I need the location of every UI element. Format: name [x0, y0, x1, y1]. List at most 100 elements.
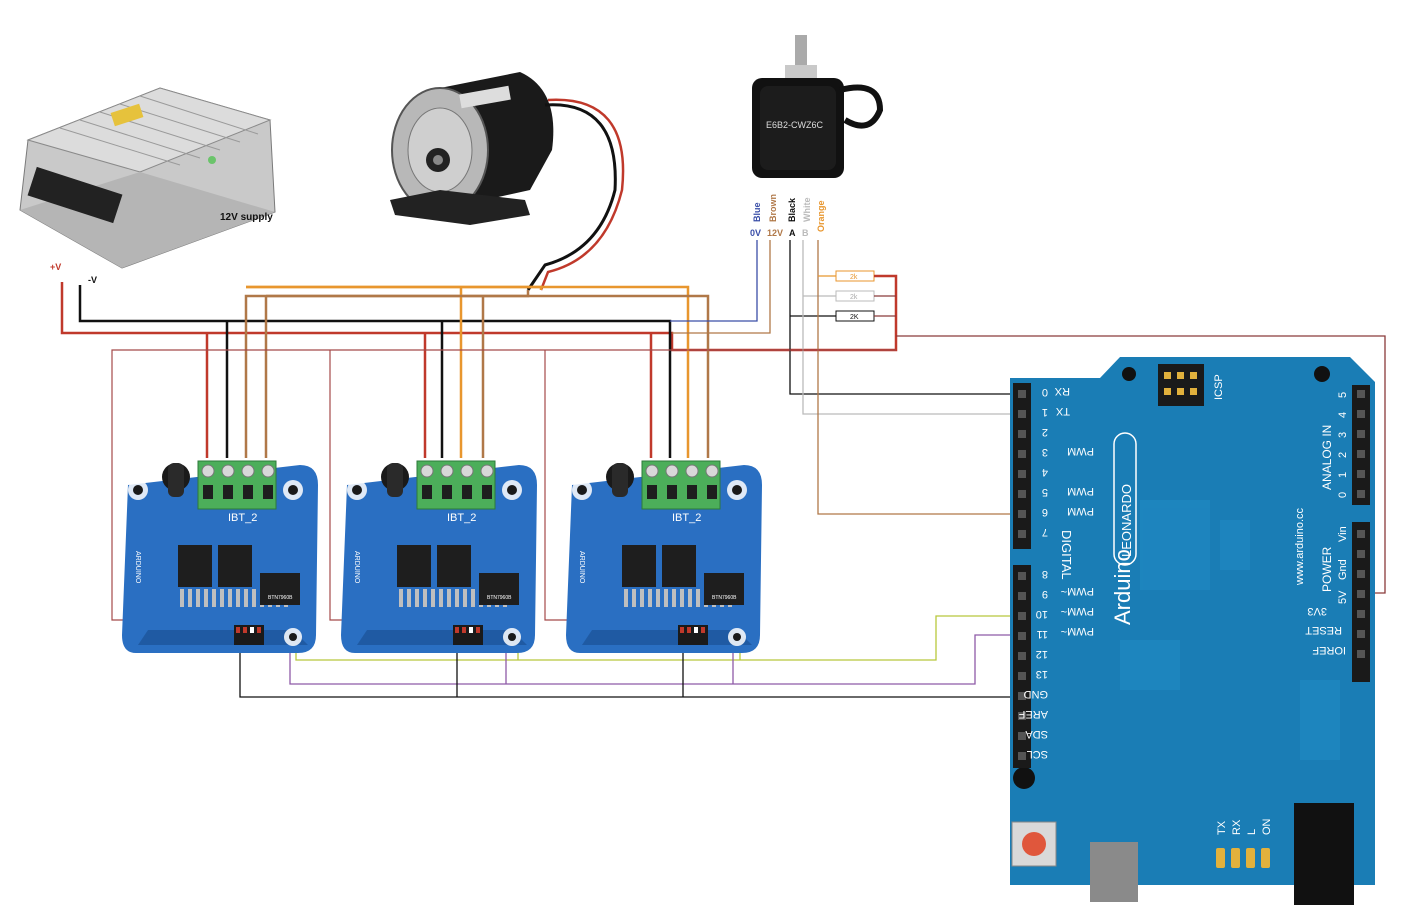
usb-port[interactable] [1090, 842, 1138, 902]
supply-minus-label: -V [88, 275, 97, 285]
mosfet-left [397, 545, 431, 587]
pin-label-9: 9 [1042, 588, 1048, 600]
pwm-label: PWM [1067, 485, 1094, 497]
pin-label-a2: 2 [1337, 452, 1349, 458]
icsp-header[interactable] [1158, 364, 1204, 406]
wire-encoder-0v [670, 240, 758, 322]
analog-header[interactable] [1352, 385, 1370, 505]
wire-gnd [239, 640, 1020, 698]
led-label-on: ON [1261, 818, 1273, 835]
pin-a4[interactable] [1357, 410, 1365, 418]
digital-header-upper[interactable] [1013, 383, 1031, 549]
pin-d-6[interactable] [1018, 510, 1026, 518]
encoder-signal-12v: 12V [767, 228, 783, 238]
driver-ic [704, 573, 744, 605]
pin-reset[interactable] [1357, 630, 1365, 638]
pin-a5[interactable] [1357, 390, 1365, 398]
pin-label-sda: SDA [1025, 728, 1048, 740]
mosfet-left [178, 545, 212, 587]
pin-label-tx: TX [1055, 405, 1070, 417]
wire-pwm-11 [289, 634, 1020, 685]
rotary-encoder: E6B2-CWZ6C Blue Brown Black White Orange… [750, 35, 884, 238]
encoder-signal-a: A [789, 228, 796, 238]
encoder-signal-0v: 0V [750, 228, 761, 238]
pin-a2[interactable] [1357, 450, 1365, 458]
pin-label-gnd: GND [1024, 688, 1049, 700]
power-header[interactable] [1352, 522, 1370, 682]
encoder-wire-black: Black [787, 197, 797, 222]
led-label-rx: RX [1231, 819, 1243, 835]
pin-d-4[interactable] [1018, 470, 1026, 478]
pin-ioref[interactable] [1357, 650, 1365, 658]
pin-d-11[interactable] [1018, 632, 1026, 640]
driver-logic-header[interactable] [678, 625, 708, 645]
pin-d-aref[interactable] [1018, 712, 1026, 720]
pwm-label: PWM~ [1061, 625, 1094, 637]
pin-label-aref: AREF [1018, 708, 1048, 720]
driver-label: IBT_2 [672, 512, 701, 524]
pin-label-8: 8 [1042, 568, 1048, 580]
pin-label-a0: 0 [1337, 492, 1349, 498]
pin-label-ioref: IOREF [1312, 644, 1346, 656]
encoder-wire-blue: Blue [752, 202, 762, 222]
pin-d-1[interactable] [1018, 410, 1026, 418]
pin-label-6: 6 [1042, 506, 1048, 518]
encoder-model: E6B2-CWZ6C [766, 120, 824, 130]
pin-label-gnd: Gnd [1337, 559, 1349, 580]
led-rx [1231, 848, 1240, 868]
pin-label-10: 10 [1036, 608, 1048, 620]
driver-label: IBT_2 [228, 512, 257, 524]
driver-logic-header[interactable] [234, 625, 264, 645]
wire-encoder-z [817, 240, 1020, 515]
pin-a0[interactable] [1357, 490, 1365, 498]
driver-brand: ARDUINO [578, 551, 585, 584]
encoder-signal-b: B [802, 228, 809, 238]
pin-d-scl[interactable] [1018, 752, 1026, 760]
pin-d-7[interactable] [1018, 530, 1026, 538]
mosfet-right [437, 545, 471, 587]
driver-brand: ARDUINO [134, 551, 141, 584]
pin-5v[interactable] [1357, 590, 1365, 598]
encoder-wire-brown: Brown [768, 194, 778, 222]
pin-d-sda[interactable] [1018, 732, 1026, 740]
wire-encoder-a [789, 240, 1020, 395]
pin-label-0: 0 [1042, 386, 1048, 398]
resistor-2-value: 2k [850, 294, 858, 301]
pin-label-13: 13 [1036, 668, 1048, 680]
pin-3v3[interactable] [1357, 610, 1365, 618]
pin-d-9[interactable] [1018, 592, 1026, 600]
pin-label-5: 5 [1042, 486, 1048, 498]
wire-motor-b-bus [264, 294, 710, 458]
driver-label: IBT_2 [447, 512, 476, 524]
pin-d-10[interactable] [1018, 612, 1026, 620]
pin-vin[interactable] [1357, 530, 1365, 538]
pin-d-3[interactable] [1018, 450, 1026, 458]
pin-d-2[interactable] [1018, 430, 1026, 438]
wire-minus-v-bus [78, 285, 672, 458]
pin-label-rx: RX [1054, 385, 1070, 397]
pin-a1[interactable] [1357, 470, 1365, 478]
pin-d-gnd[interactable] [1018, 692, 1026, 700]
digital-header-lower[interactable] [1013, 565, 1031, 768]
pin-gnd[interactable] [1357, 570, 1365, 578]
pin-d-12[interactable] [1018, 652, 1026, 660]
pin-label-a1: 1 [1337, 472, 1349, 478]
pin-d-13[interactable] [1018, 672, 1026, 680]
digital-label: DIGITAL [1059, 530, 1074, 580]
pin-gnd[interactable] [1357, 550, 1365, 558]
reset-button-cap[interactable] [1022, 832, 1046, 856]
pin-d-0[interactable] [1018, 390, 1026, 398]
driver-ic-label: BTN7960B [487, 595, 512, 601]
pin-d-5[interactable] [1018, 490, 1026, 498]
driver-logic-header[interactable] [453, 625, 483, 645]
power-jack[interactable] [1294, 803, 1354, 905]
power-supply: 12V supply +V -V [19, 87, 276, 285]
pwm-label: PWM~ [1061, 585, 1094, 597]
pin-label-2: 2 [1042, 426, 1048, 438]
pin-d-8[interactable] [1018, 572, 1026, 580]
pin-a3[interactable] [1357, 430, 1365, 438]
pwm-label: PWM~ [1061, 605, 1094, 617]
